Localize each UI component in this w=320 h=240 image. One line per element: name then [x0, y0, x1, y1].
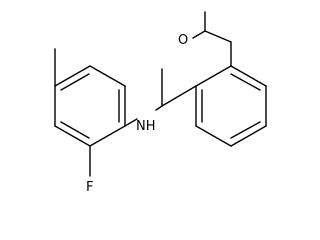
chemical-structure: F NH O: [54, 11, 267, 195]
bond: [195, 125, 232, 147]
bond: [230, 125, 267, 147]
bond: [230, 65, 267, 87]
double-bond: [230, 121, 261, 139]
amine-label: NH: [136, 119, 156, 134]
oxygen-bond: [192, 30, 206, 39]
bond: [89, 125, 126, 147]
double-bond: [230, 73, 261, 91]
bond: [54, 125, 91, 147]
bond: [54, 65, 91, 87]
fluorine-label: F: [86, 180, 93, 195]
methoxy-benzene-ring: [195, 65, 267, 147]
nitrogen-chiral-carbon-bond: [155, 105, 163, 111]
aryl-nitrogen-bond: [124, 118, 138, 127]
fluoromethyl-benzene-ring: [54, 65, 126, 147]
bond: [195, 65, 232, 87]
double-bond: [60, 121, 90, 139]
methoxy-methyl-bond: [204, 30, 232, 43]
bond: [89, 65, 126, 87]
chiral-carbon-aryl-bond: [161, 85, 197, 107]
oxygen-label: O: [178, 33, 188, 48]
double-bond: [60, 73, 90, 91]
